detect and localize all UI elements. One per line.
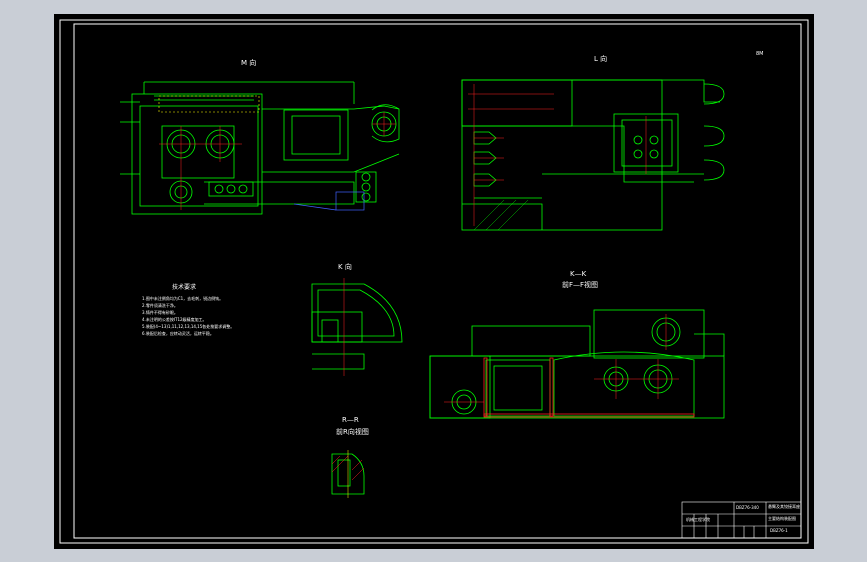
note-line: 1.图中未注倒角均为C1，去毛刺，锐边倒钝。	[142, 296, 224, 301]
note-line: 2.零件须清洗干净。	[142, 303, 178, 308]
note-line: 4.未注明的公差按IT12级精度加工。	[142, 317, 207, 322]
title-block-name-2: 主要结构装配图	[768, 516, 796, 521]
notes-title: 技术要求	[172, 284, 197, 291]
view-l-centerlines	[468, 84, 647, 226]
section-kk-centerlines	[444, 314, 679, 403]
view-m-centerlines	[159, 112, 396, 210]
section-kk-label: K—K	[570, 270, 587, 278]
note-line: 3.铸件不得有砂眼。	[142, 310, 178, 315]
view-l-title: L 向	[594, 55, 608, 63]
title-block-project: DBZ76-340	[736, 505, 759, 510]
view-l-hatch	[473, 199, 529, 231]
note-line: 6.装配后检查，应转动灵活，运转平稳。	[142, 331, 214, 336]
section-rr-caption: 前R向视图	[336, 428, 369, 436]
section-rr-label: R—R	[342, 416, 359, 424]
title-block-school: 机械工程学院	[686, 517, 710, 522]
title-block-drawing-no: DBZ76-1	[770, 528, 788, 533]
view-m-hidden	[293, 191, 365, 211]
view-m-title: M 向	[241, 59, 257, 67]
view-k-drawing	[311, 283, 403, 370]
corner-mark: 8M	[756, 51, 764, 57]
view-m-drawing	[120, 81, 400, 215]
inner-frame	[73, 23, 802, 539]
cad-drawing	[59, 19, 809, 544]
section-kk-caption: 前F—F视图	[562, 281, 599, 289]
view-m-highlight	[158, 95, 260, 113]
note-line: 5.装配(4~13)1,11,12,13,14,15各处按要求调整。	[142, 324, 235, 329]
section-rr-hatch	[331, 455, 365, 481]
outer-frame	[59, 19, 809, 544]
view-l-drawing	[461, 79, 725, 231]
view-k-title: K 向	[338, 263, 352, 271]
title-block-name-1: 悬臂及其铰接耳座	[768, 504, 800, 509]
section-kk-hatch	[483, 357, 695, 418]
title-block-grid	[681, 501, 802, 539]
drawing-sheet: M 向 L 向 8M K 向 K—K 前F—F视图 R—R 前R向视图 技术要求…	[54, 14, 814, 549]
